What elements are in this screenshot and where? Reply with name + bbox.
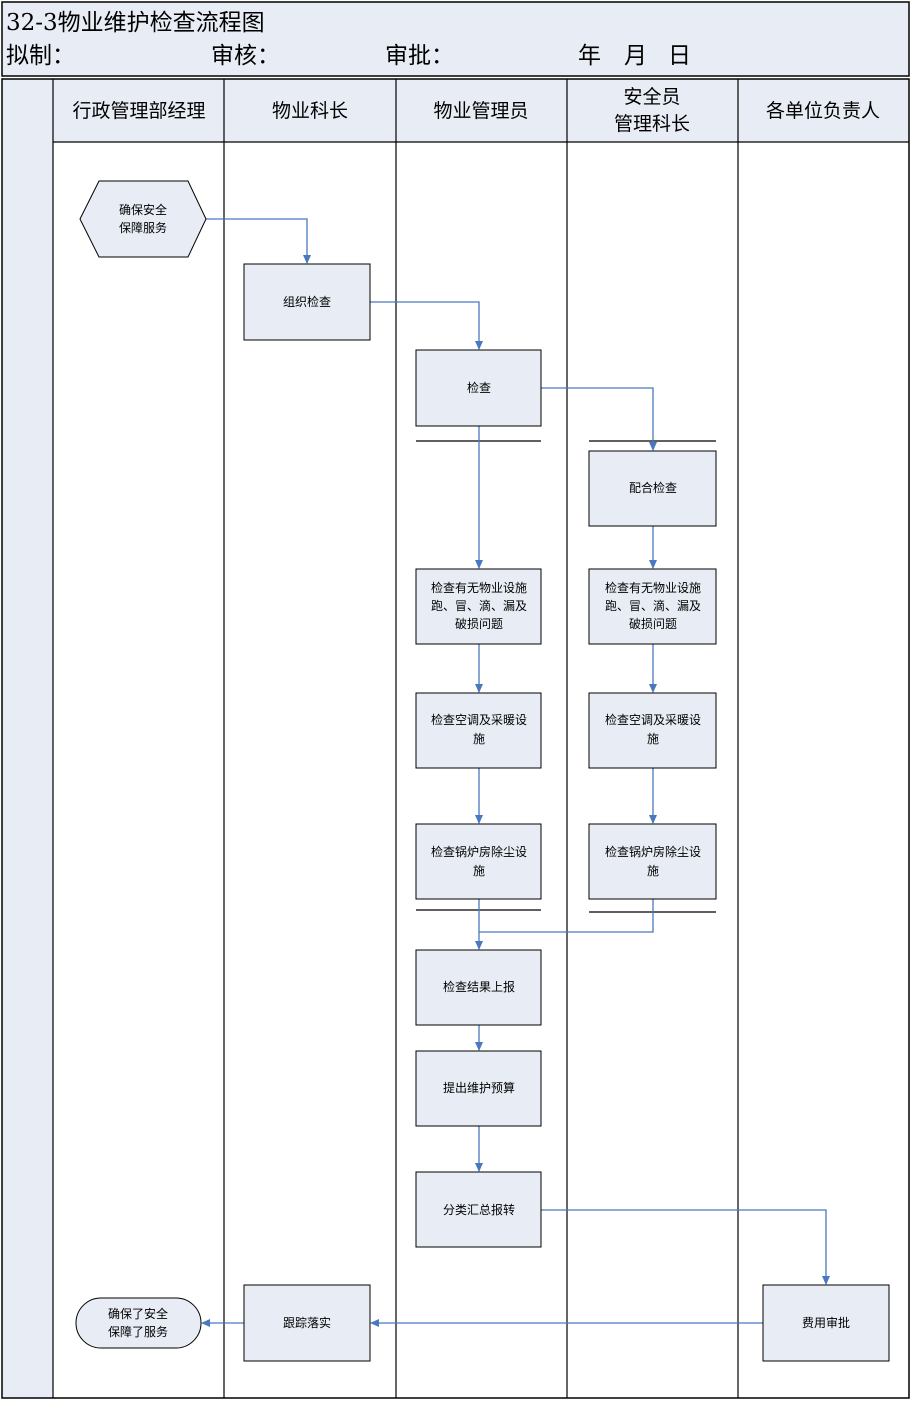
process-box bbox=[588, 450, 717, 527]
process-box bbox=[588, 823, 717, 900]
propose-budget-box: 提出维护预算 bbox=[415, 1050, 542, 1127]
start-hexagon bbox=[79, 180, 207, 258]
inspect-box: 检查 bbox=[415, 349, 542, 427]
report-results-box: 检查结果上报 bbox=[415, 949, 542, 1026]
flow-arrow bbox=[541, 1209, 830, 1285]
lane-title-admin-manager: 行政管理部经理 bbox=[72, 100, 205, 122]
table-outline bbox=[1, 78, 910, 1399]
node-label: 检查空调及采暖设 bbox=[431, 712, 527, 727]
lane-title-unit-heads: 各单位负责人 bbox=[766, 100, 880, 122]
node-label: 检查有无物业设施 bbox=[431, 580, 527, 595]
process-box bbox=[415, 692, 542, 769]
flow-arrow bbox=[541, 387, 657, 451]
check-leaks-box-b: 检查有无物业设施 跑、冒、滴、漏及 破损问题 bbox=[588, 568, 717, 645]
node-label: 确保安全 bbox=[119, 202, 167, 217]
process-box bbox=[588, 568, 717, 645]
date-month: 月 bbox=[624, 43, 647, 69]
check-boiler-box-a: 检查锅炉房除尘设 施 bbox=[415, 823, 542, 900]
check-leaks-box-a: 检查有无物业设施 跑、冒、滴、漏及 破损问题 bbox=[415, 568, 542, 645]
node-label: 施 bbox=[473, 864, 485, 878]
flow-arrow bbox=[206, 218, 311, 264]
nodes: 确保安全 保障服务 组织检查 检查 配合检查 检查有无物业设施 跑、冒、滴、漏及… bbox=[75, 180, 890, 1362]
node-label: 破损问题 bbox=[629, 616, 677, 631]
reviewed-label: 审核： bbox=[211, 43, 280, 69]
node-label: 分类汇总报转 bbox=[443, 1202, 515, 1217]
approved-label: 审批： bbox=[385, 43, 454, 69]
check-hvac-box-a: 检查空调及采暖设 施 bbox=[415, 692, 542, 769]
lane-title-property-manager: 物业管理员 bbox=[433, 100, 528, 122]
lane-header-row bbox=[2, 79, 909, 142]
node-label: 检查锅炉房除尘设 bbox=[431, 844, 527, 859]
flow-arrow bbox=[370, 301, 483, 350]
process-box bbox=[415, 1050, 542, 1127]
node-label: 跑、冒、滴、漏及 bbox=[431, 598, 527, 613]
assist-inspection-box: 配合检查 bbox=[588, 450, 717, 527]
check-boiler-box-b: 检查锅炉房除尘设 施 bbox=[588, 823, 717, 900]
node-label: 检查锅炉房除尘设 bbox=[605, 844, 701, 859]
page-title: 32-3物业维护检查流程图 bbox=[6, 10, 265, 36]
node-label: 跟踪落实 bbox=[283, 1315, 331, 1330]
node-label: 施 bbox=[473, 732, 485, 746]
organize-inspection-box: 组织检查 bbox=[243, 263, 371, 341]
node-label: 确保了安全 bbox=[108, 1306, 168, 1321]
process-box bbox=[762, 1284, 890, 1362]
summarize-forward-box: 分类汇总报转 bbox=[415, 1171, 542, 1248]
node-label: 跑、冒、滴、漏及 bbox=[605, 598, 701, 613]
process-box bbox=[415, 349, 542, 427]
process-box bbox=[415, 1171, 542, 1248]
node-label: 检查空调及采暖设 bbox=[605, 712, 701, 727]
flow-arrow bbox=[479, 899, 654, 933]
lane-title-safety-officer: 安全员 bbox=[623, 86, 680, 108]
node-label: 检查 bbox=[467, 380, 491, 395]
date-year: 年 bbox=[578, 43, 601, 69]
node-label: 破损问题 bbox=[455, 616, 503, 631]
lane-titles: 行政管理部经理 物业科长 物业管理员 安全员 管理科长 各单位负责人 bbox=[72, 86, 880, 135]
check-hvac-box-b: 检查空调及采暖设 施 bbox=[588, 692, 717, 769]
date-day: 日 bbox=[668, 43, 691, 69]
connectors bbox=[201, 218, 830, 1327]
process-box bbox=[588, 692, 717, 769]
node-label: 施 bbox=[647, 732, 659, 746]
end-terminal bbox=[75, 1297, 202, 1349]
lane-title-safety-officer-line2: 管理科长 bbox=[614, 113, 690, 135]
node-label: 费用审批 bbox=[802, 1315, 850, 1330]
swimlane-table bbox=[1, 78, 910, 1399]
track-implementation-box: 跟踪落实 bbox=[243, 1284, 371, 1362]
end-node: 确保了安全 保障了服务 bbox=[75, 1297, 202, 1349]
node-label: 检查有无物业设施 bbox=[605, 580, 701, 595]
start-node: 确保安全 保障服务 bbox=[79, 180, 207, 258]
node-label: 施 bbox=[647, 864, 659, 878]
lane-title-property-section-chief: 物业科长 bbox=[272, 100, 348, 122]
process-box bbox=[243, 1284, 371, 1362]
node-label: 保障服务 bbox=[119, 220, 167, 235]
process-box bbox=[243, 263, 371, 341]
process-box bbox=[415, 823, 542, 900]
node-label: 组织检查 bbox=[283, 294, 331, 309]
node-label: 检查结果上报 bbox=[443, 979, 515, 994]
drafted-label: 拟制： bbox=[6, 43, 75, 69]
process-box bbox=[415, 949, 542, 1026]
node-label: 提出维护预算 bbox=[443, 1080, 515, 1095]
process-box bbox=[415, 568, 542, 645]
node-label: 配合检查 bbox=[629, 480, 677, 495]
left-margin-strip bbox=[2, 142, 53, 1398]
node-label: 保障了服务 bbox=[108, 1324, 168, 1339]
cost-approval-box: 费用审批 bbox=[762, 1284, 890, 1362]
header-background bbox=[1, 1, 910, 77]
